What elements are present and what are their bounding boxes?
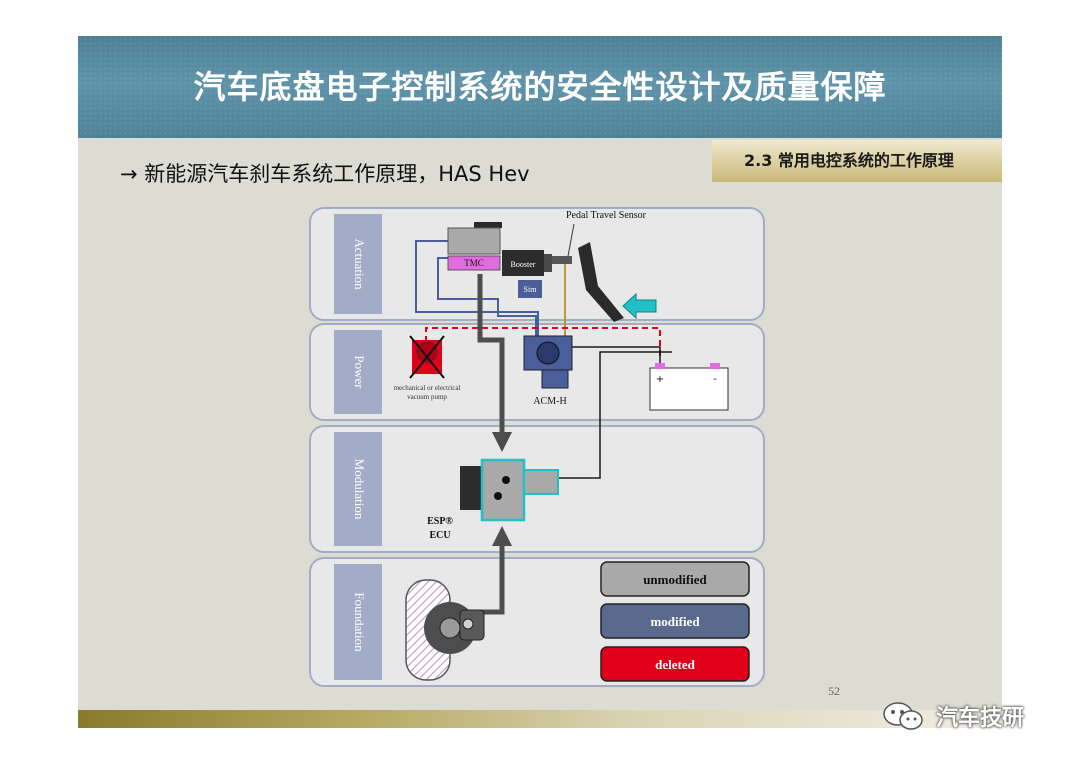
legend-label-modified: modified: [650, 614, 700, 629]
legend-label-deleted: deleted: [655, 657, 695, 672]
acm-label: ACM-H: [533, 396, 566, 407]
brake-pedal: [578, 242, 624, 322]
pedal-sensor-label: Pedal Travel Sensor: [566, 210, 647, 221]
header-band: [78, 36, 1002, 138]
battery: + -: [649, 363, 729, 411]
battery-minus-label: -: [713, 374, 717, 385]
battery-wires: [558, 346, 672, 479]
pressure-arrow-to-esp: [477, 274, 512, 452]
vacuum-pump-deleted: mechanical or electrical vacuum pump: [394, 335, 461, 401]
legend-item-modified: modified: [600, 603, 750, 639]
slide-subtitle: → 新能源汽车刹车系统工作原理，HAS Hev: [120, 162, 530, 186]
legend-item-deleted: deleted: [600, 646, 750, 682]
slide-title: 汽车底盘电子控制系统的安全性设计及质量保障: [193, 68, 887, 106]
layer-label-foundation: Foundation: [352, 592, 367, 652]
esp-label: ESP®: [427, 516, 453, 527]
esp-ecu: ESP® ECU: [427, 458, 559, 541]
booster: Booster Sim: [502, 250, 552, 298]
tmc-master-cylinder: TMC: [447, 222, 502, 271]
acm-h: ACM-H: [523, 335, 573, 407]
booster-label: Booster: [511, 260, 536, 269]
legend-item-unmodified: unmodified: [600, 561, 750, 597]
pedal-travel-sensor: Pedal Travel Sensor: [552, 210, 647, 264]
section-tag: 2.3 常用电控系统的工作原理: [712, 140, 1002, 182]
blue-lines: [415, 240, 539, 341]
legend-label-unmodified: unmodified: [643, 572, 707, 587]
vacuum-pump-label-2: vacuum pump: [407, 393, 447, 401]
vacuum-pump-label-1: mechanical or electrical: [394, 384, 461, 392]
brake-system-diagram: Actuation Power Modulation Foundation: [309, 207, 765, 687]
layer-label-actuation: Actuation: [352, 238, 367, 290]
brake-caliper: [424, 602, 485, 654]
page-number: 52: [828, 684, 840, 698]
battery-plus-label: +: [656, 374, 664, 385]
section-tag-label: 2.3 常用电控系统的工作原理: [744, 151, 954, 170]
layer-label-modulation: Modulation: [352, 459, 367, 520]
layer-label-power: Power: [352, 355, 367, 389]
slide: 汽车底盘电子控制系统的安全性设计及质量保障 2.3 常用电控系统的工作原理 → …: [78, 36, 1002, 728]
sim-label: Sim: [524, 285, 538, 294]
legend: unmodified modified deleted: [600, 561, 750, 682]
foot-force-arrow: [622, 292, 657, 320]
wechat-icon: [883, 702, 923, 730]
ecu-label: ECU: [429, 530, 450, 541]
footer-bar: [78, 710, 1002, 728]
watermark-text: 汽车技研: [936, 706, 1025, 731]
tmc-label: TMC: [464, 258, 484, 268]
